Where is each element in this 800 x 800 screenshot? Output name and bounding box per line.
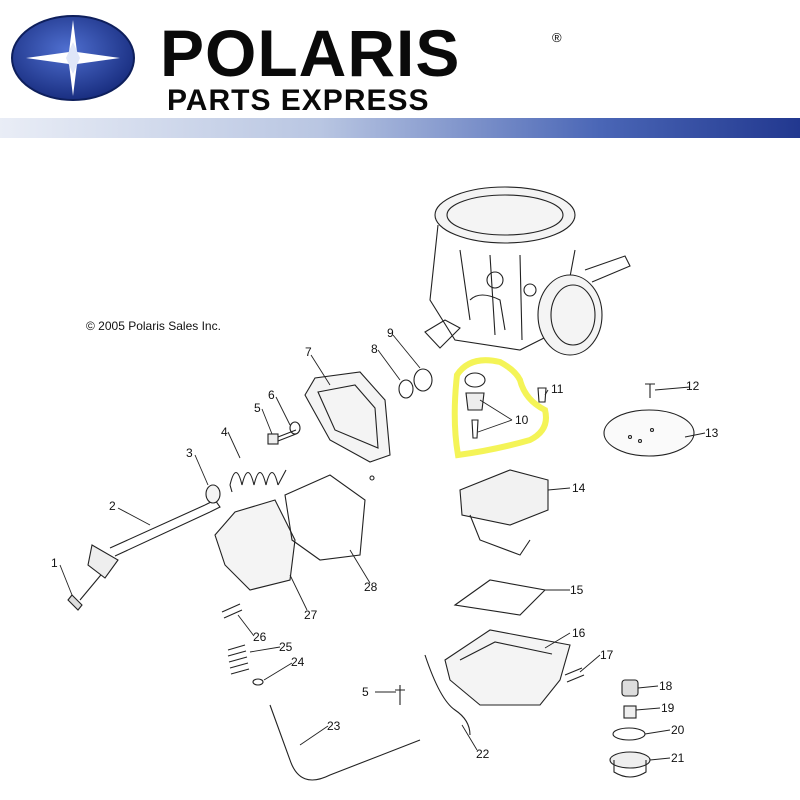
callout-24: 24 (291, 655, 305, 669)
callout-21: 21 (671, 751, 685, 765)
part-24-clip (252, 678, 264, 686)
part-17-screw (564, 667, 585, 683)
part-1-screw (67, 569, 106, 611)
polaris-star-logo-icon (11, 15, 135, 101)
part-25-spring (227, 644, 250, 675)
callout-11: 11 (551, 382, 564, 396)
callout-15: 15 (570, 583, 584, 597)
part-8-washer (398, 379, 414, 399)
copyright-notice: © 2005 Polaris Sales Inc. (86, 319, 221, 333)
part-4-spring (229, 469, 287, 493)
part-10-needle-assembly (464, 372, 486, 439)
part-19-screw (623, 705, 637, 719)
part-6-washer (289, 421, 301, 435)
callout-25: 25 (279, 640, 293, 654)
part-5-screw-upper (267, 429, 297, 445)
part-2-shaft (87, 499, 221, 579)
part-5-screw-lower (395, 685, 405, 705)
callout-4: 4 (221, 425, 228, 439)
callout-2: 2 (109, 499, 116, 513)
part-14-float (459, 469, 549, 556)
part-15-gasket (453, 579, 547, 616)
callout-14: 14 (572, 481, 586, 495)
callout-22: 22 (476, 747, 490, 761)
callout-23: 23 (327, 719, 341, 733)
header: POLARIS ® PARTS EXPRESS (0, 0, 800, 138)
callout-9: 9 (387, 326, 394, 340)
callout-10: 10 (515, 413, 529, 427)
callout-8: 8 (371, 342, 378, 356)
part-28-gasket (284, 474, 366, 561)
callout-5-upper: 5 (254, 401, 261, 415)
part-27-cover (214, 499, 296, 591)
header-gradient-band (0, 118, 800, 138)
leader-lines (59, 334, 706, 761)
part-12-screw (645, 383, 655, 398)
registered-mark: ® (552, 30, 562, 45)
callout-16: 16 (572, 626, 586, 640)
part-18-plug (621, 679, 639, 697)
callout-18: 18 (659, 679, 673, 693)
part-22-hose (424, 654, 471, 736)
callout-6: 6 (268, 388, 275, 402)
part-3-washer (205, 484, 221, 504)
callout-3: 3 (186, 446, 193, 460)
callout-26: 26 (253, 630, 267, 644)
brand-subtitle: PARTS EXPRESS (167, 84, 430, 117)
callout-17: 17 (600, 648, 614, 662)
callout-12: 12 (686, 379, 700, 393)
callout-20: 20 (671, 723, 685, 737)
callout-27: 27 (304, 608, 318, 622)
callout-19: 19 (661, 701, 675, 715)
carburetor-body (424, 186, 631, 356)
callout-5-lower: 5 (362, 685, 369, 699)
callout-1: 1 (51, 556, 58, 570)
part-21-drain-plug (609, 751, 651, 778)
part-7-cover (304, 371, 391, 481)
highlight-part-10 (451, 357, 549, 459)
part-26-screw (221, 603, 243, 619)
part-9-o-ring (413, 368, 433, 392)
part-16-float-bowl (444, 629, 571, 706)
callout-28: 28 (364, 580, 378, 594)
brand-name: POLARIS (160, 16, 461, 90)
part-20-o-ring (612, 727, 646, 741)
part-13-plate (603, 409, 695, 457)
callout-7: 7 (305, 345, 312, 359)
part-23-cable (269, 704, 421, 781)
carburetor-exploded-diagram: 1 2 3 4 5 6 7 8 9 10 11 12 13 14 15 16 1… (51, 186, 719, 781)
part-11-jet (537, 387, 547, 403)
callout-13: 13 (705, 426, 719, 440)
